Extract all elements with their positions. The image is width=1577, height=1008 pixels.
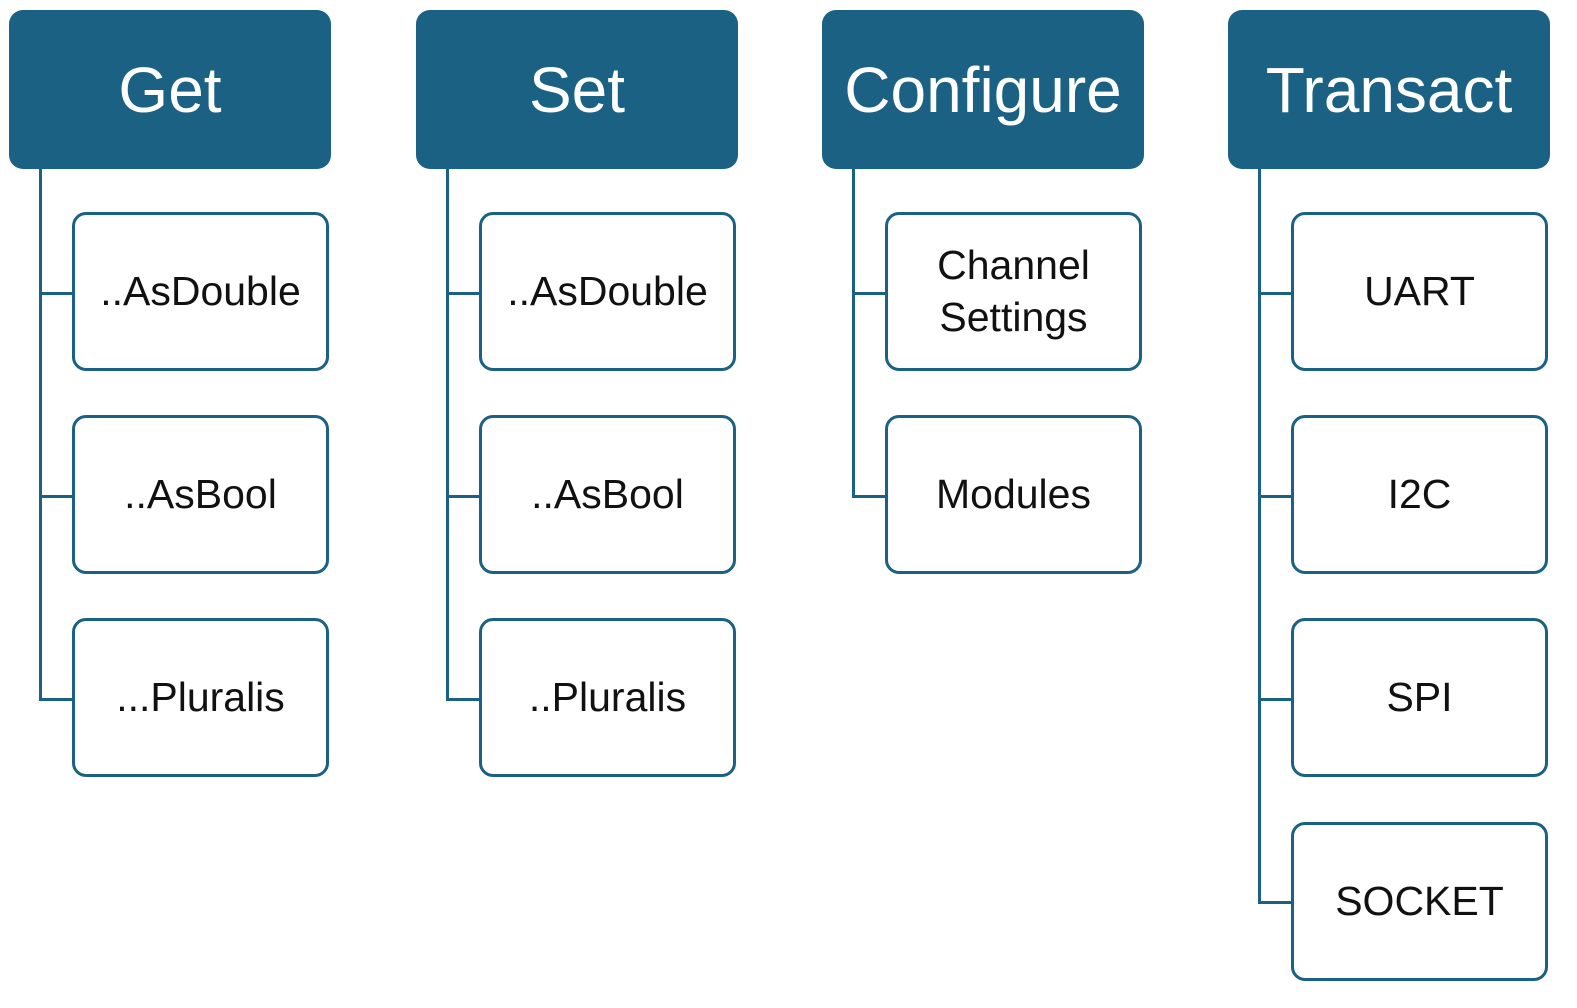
connector-trunk: [446, 169, 449, 701]
column-configure: Configure Channel Settings Modules: [822, 10, 1166, 990]
connector-branch: [1258, 495, 1292, 498]
header-get: Get: [9, 10, 331, 169]
connector-branch: [446, 292, 480, 295]
connector-branch: [39, 698, 73, 701]
connector-branch: [1258, 901, 1292, 904]
column-get: Get ..AsDouble ..AsBool ...Pluralis: [9, 10, 353, 990]
connector-branch: [1258, 698, 1292, 701]
connector-trunk: [852, 169, 855, 498]
child-node-i2c: I2C: [1291, 415, 1548, 574]
column-transact: Transact UART I2C SPI SOCKET: [1228, 10, 1572, 990]
child-node-asbool: ..AsBool: [479, 415, 736, 574]
connector-branch: [39, 292, 73, 295]
connector-branch: [1258, 292, 1292, 295]
child-node-spi: SPI: [1291, 618, 1548, 777]
child-node-asbool: ..AsBool: [72, 415, 329, 574]
connector-trunk: [39, 169, 42, 701]
connector-trunk: [1258, 169, 1261, 904]
connector-branch: [446, 495, 480, 498]
child-node-socket: SOCKET: [1291, 822, 1548, 981]
child-node-channel-settings: Channel Settings: [885, 212, 1142, 371]
connector-branch: [39, 495, 73, 498]
child-node-asdouble: ..AsDouble: [479, 212, 736, 371]
child-node-asdouble: ..AsDouble: [72, 212, 329, 371]
header-set: Set: [416, 10, 738, 169]
column-set: Set ..AsDouble ..AsBool ..Pluralis: [416, 10, 760, 990]
header-transact: Transact: [1228, 10, 1550, 169]
child-node-pluralis: ...Pluralis: [72, 618, 329, 777]
connector-branch: [852, 292, 886, 295]
header-configure: Configure: [822, 10, 1144, 169]
child-node-pluralis: ..Pluralis: [479, 618, 736, 777]
child-node-uart: UART: [1291, 212, 1548, 371]
child-node-modules: Modules: [885, 415, 1142, 574]
connector-branch: [446, 698, 480, 701]
connector-branch: [852, 495, 886, 498]
